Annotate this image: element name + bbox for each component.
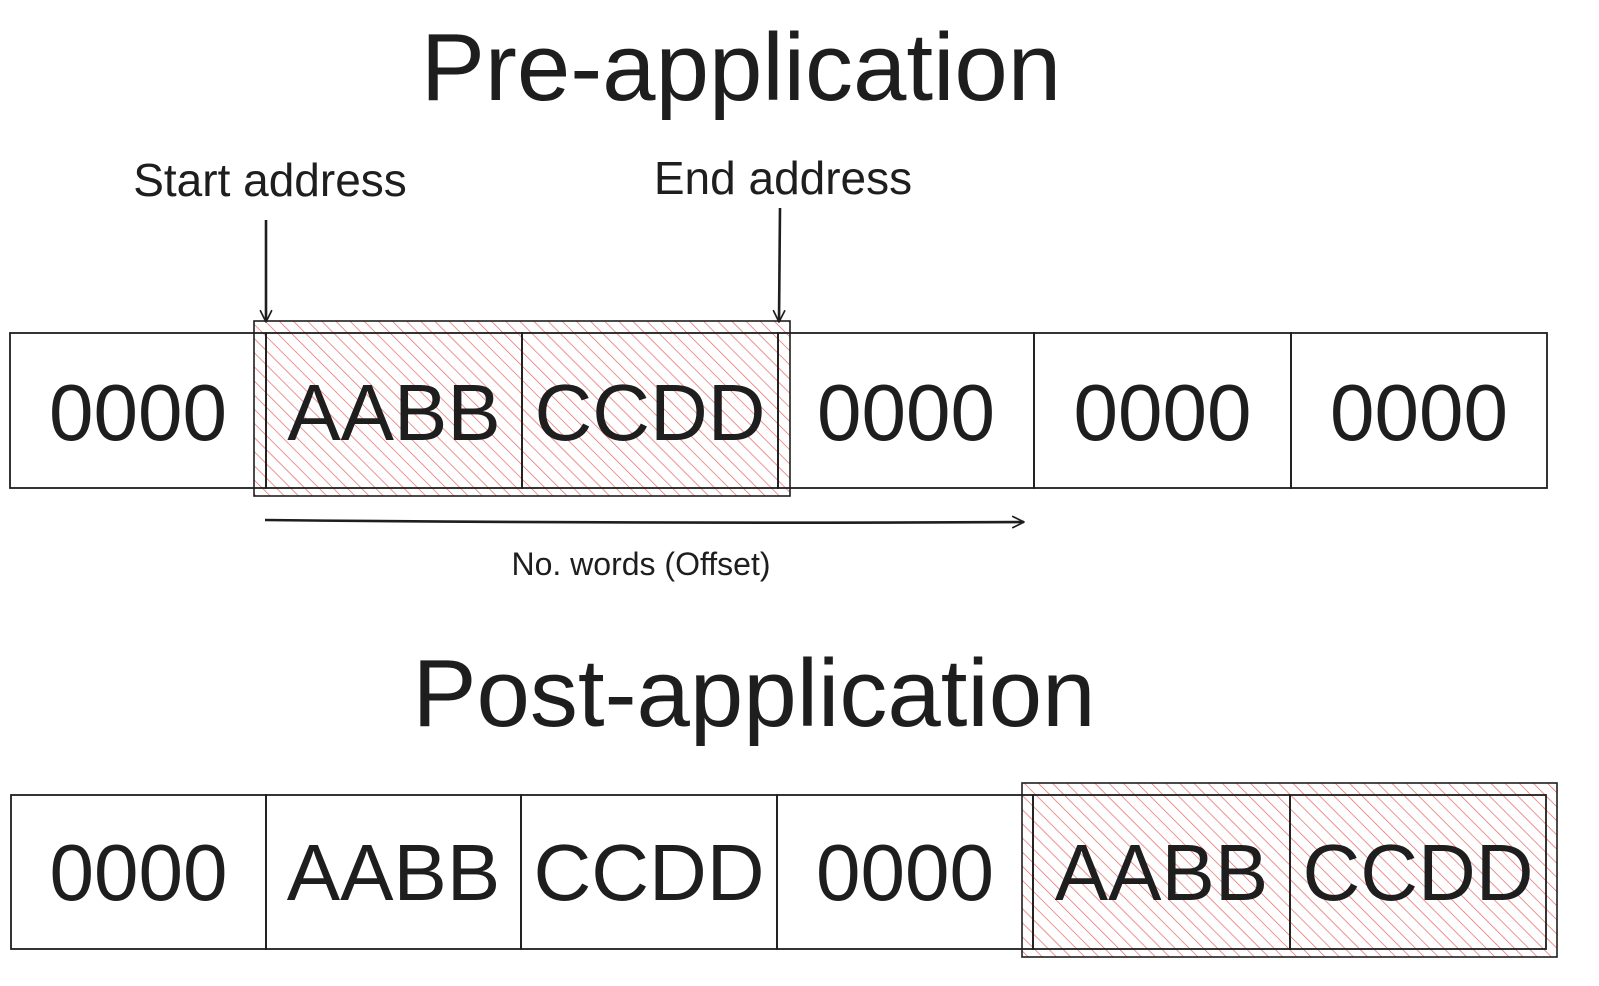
memory-cell: [1290, 332, 1548, 489]
post-application-memory-row: 0000 AABB CCDD 0000 AABB CCDD: [10, 782, 1558, 958]
offset-arrow: [264, 515, 1025, 529]
memory-cell-value: AABB: [287, 828, 500, 917]
offset-label: No. words (Offset): [511, 546, 770, 582]
memory-cell-value: 0000: [50, 828, 228, 917]
memory-cell-value: 0000: [817, 368, 995, 457]
memory-cell-value: 0000: [1330, 368, 1508, 457]
memory-cell-value: CCDD: [534, 368, 765, 457]
memory-cell-highlighted: [1289, 794, 1547, 950]
memory-cell-value: 0000: [816, 828, 994, 917]
pre-application-memory-row: 0000 AABB CCDD 0000 0000 0000: [9, 320, 1548, 497]
memory-cell-value: CCDD: [1302, 828, 1533, 917]
memory-cell-value: CCDD: [533, 828, 764, 917]
pre-application-title: Pre-application: [421, 14, 1061, 121]
memory-cell-value: 0000: [49, 368, 227, 457]
memory-cell-value: AABB: [287, 368, 500, 457]
end-address-arrow: [772, 207, 786, 323]
memory-cell-value: 0000: [1074, 368, 1252, 457]
end-address-label: End address: [654, 152, 912, 204]
post-application-title: Post-application: [412, 640, 1095, 747]
start-address-label: Start address: [133, 154, 407, 206]
memory-cell-value: AABB: [1055, 828, 1268, 917]
